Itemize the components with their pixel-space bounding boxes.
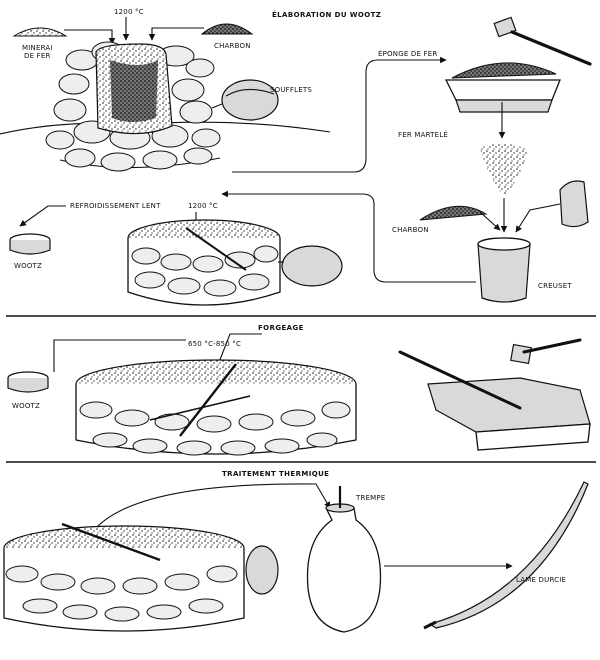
wootz-cake <box>9 233 51 255</box>
section-forgeage: FORGEAGE 650 °C-850 °C WOOTZ <box>7 324 591 456</box>
charcoal-pile <box>200 23 254 35</box>
label-temp-forge: 650 °C-850 °C <box>188 340 241 348</box>
label-trempe: TREMPE <box>355 494 385 502</box>
section-elaboration: ÉLABORATION DU WOOTZ MINERAI DE FER 1200… <box>0 8 592 306</box>
forge-hearth <box>75 359 357 456</box>
label-wootz-2: WOOTZ <box>12 402 40 410</box>
label-charbon-2: CHARBON <box>392 226 429 234</box>
arrow-lid-crucible <box>515 203 561 233</box>
hammer-icon <box>493 16 592 66</box>
label-lame-durcie: LAME DURCIE <box>516 576 566 584</box>
section-title-elaboration: ÉLABORATION DU WOOTZ <box>272 10 381 19</box>
forging-anvil <box>398 350 591 451</box>
label-minerai-line1: MINERAI <box>22 44 53 52</box>
arrow-to-wootz <box>19 205 66 227</box>
bellows <box>211 79 279 121</box>
section-title-traitement: TRAITEMENT THERMIQUE <box>222 470 329 478</box>
arrow-ore-furnace <box>64 29 116 45</box>
crucible <box>477 237 531 303</box>
label-soufflets: SOUFFLETS <box>270 86 312 94</box>
label-fer-martele: FER MARTELÉ <box>398 130 448 139</box>
bloomery-furnace <box>45 41 221 172</box>
section-traitement: TRAITEMENT THERMIQUE TREMPE <box>3 470 589 633</box>
label-eponge: ÉPONGE DE FER <box>378 49 437 58</box>
line-wootz-to-forge <box>53 339 186 372</box>
arrow-furnace-to-sponge <box>232 56 447 173</box>
heating-hearth <box>3 522 279 632</box>
label-refroidissement: REFROIDISSEMENT LENT <box>70 202 161 210</box>
section-title-forgeage: FORGEAGE <box>258 324 304 332</box>
arrow-to-quench <box>95 483 331 529</box>
iron-sponge-on-anvil <box>444 62 561 113</box>
arrow-crucible-to-cooling <box>221 190 476 283</box>
label-temp-cooling: 1200 °C <box>188 202 218 210</box>
hardened-blade <box>423 481 589 630</box>
iron-ore-pile <box>12 27 68 37</box>
label-wootz: WOOTZ <box>14 262 42 270</box>
quench-jar <box>306 486 382 633</box>
arrow-charcoal-furnace <box>148 27 204 41</box>
bellows-2 <box>278 245 343 287</box>
hammered-iron-fragments <box>480 143 528 196</box>
label-creuset: CREUSET <box>538 282 572 290</box>
crucible-lid <box>559 180 589 228</box>
label-charbon: CHARBON <box>214 42 251 50</box>
cooling-furnace <box>127 219 281 306</box>
charcoal-pile-2 <box>419 205 488 221</box>
wootz-cake-2 <box>7 371 49 393</box>
hammer-icon-2 <box>510 338 582 365</box>
label-minerai-line2: DE FER <box>24 52 51 60</box>
arrow-charcoal-crucible <box>479 211 501 231</box>
label-temp-furnace: 1200 °C <box>114 8 144 16</box>
